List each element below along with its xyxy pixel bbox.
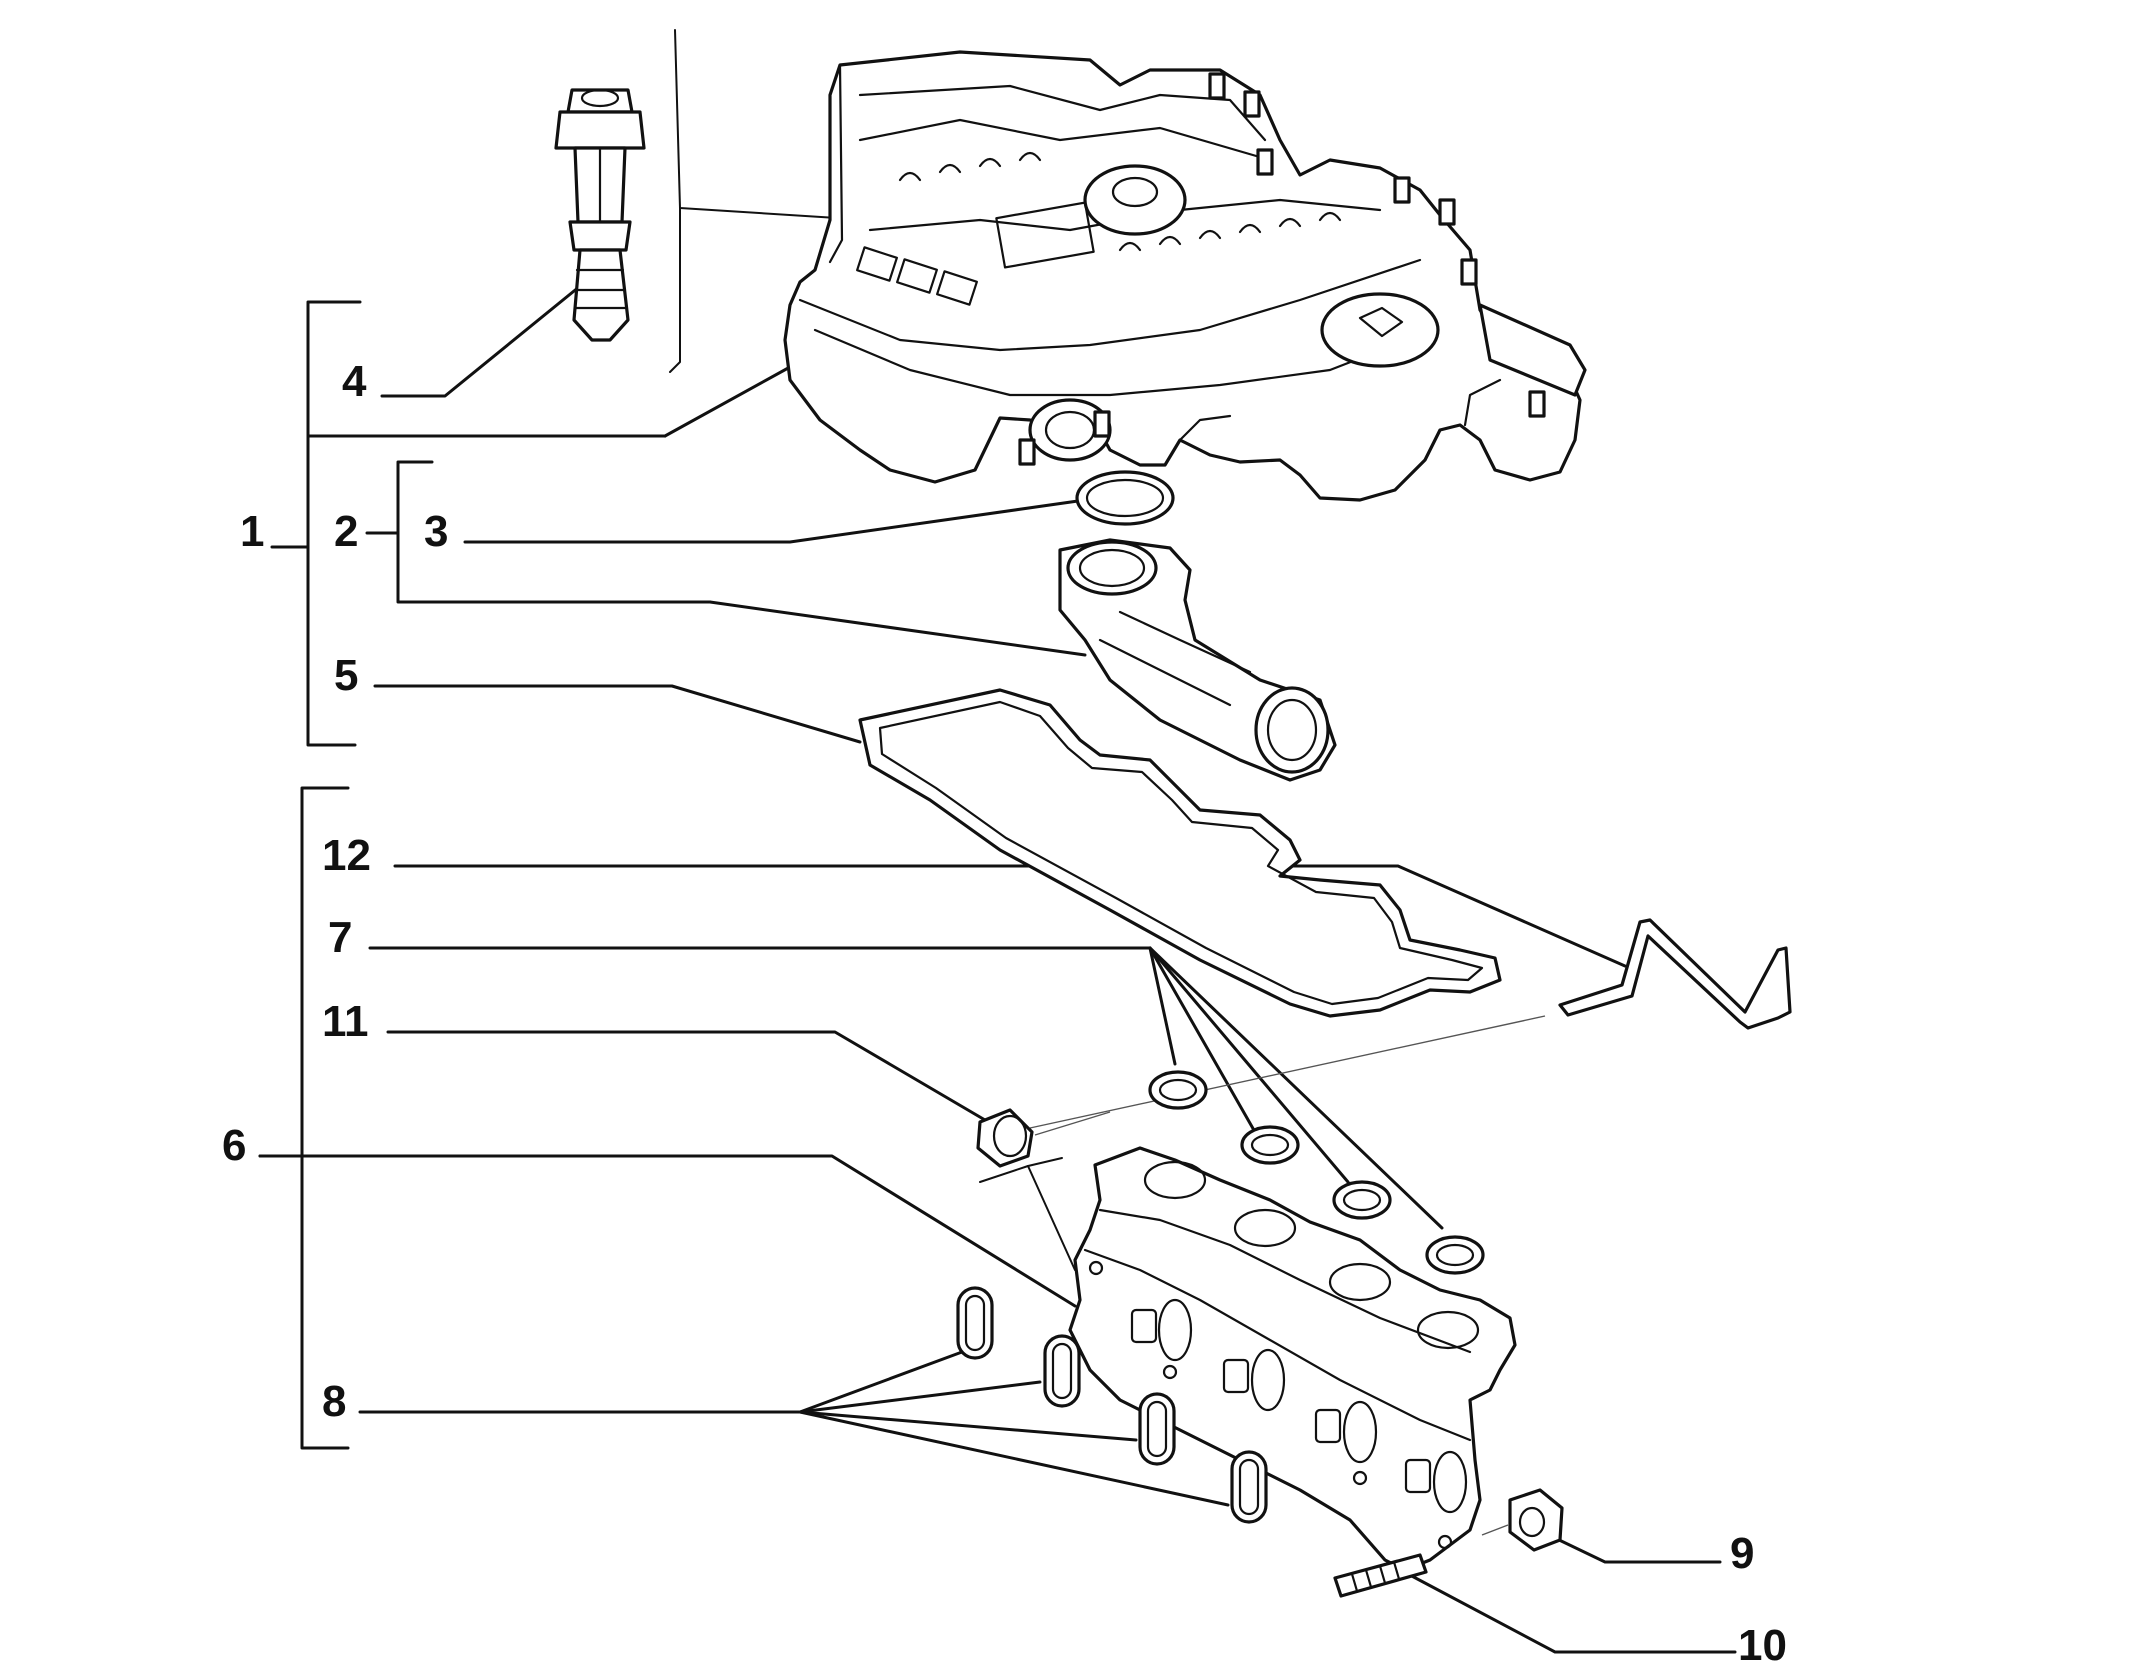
manifold-part-6: [979, 1146, 1517, 1572]
callout-12: 12: [322, 831, 371, 880]
stud-part-10: [1333, 1553, 1428, 1598]
breather-pipe-part-12: [1029, 918, 1792, 1129]
callout-labels: 1 2 3 4 5 6 7 8 9 10 11 12: [222, 357, 1787, 1670]
callout-8: 8: [322, 1377, 346, 1426]
plug-part-11: [976, 1108, 1111, 1168]
callout-7: 7: [328, 913, 352, 962]
callout-2: 2: [334, 507, 358, 556]
callout-5: 5: [334, 651, 358, 700]
callout-3: 3: [424, 507, 448, 556]
group-bracket-1: [270, 300, 667, 747]
bolt-part-4: [554, 88, 646, 342]
callout-1: 1: [240, 507, 264, 556]
cover-studs: [1018, 72, 1546, 466]
orings-part-7: [1148, 1070, 1485, 1275]
callout-10: 10: [1738, 1621, 1787, 1670]
cover-part-1: [783, 50, 1587, 502]
callout-9: 9: [1730, 1529, 1754, 1578]
group-bracket-2: [365, 460, 712, 604]
group-bracket-6: [258, 786, 350, 1450]
leader-lines: [258, 29, 1737, 1654]
callout-4: 4: [342, 357, 367, 406]
nut-part-9: [1481, 1488, 1564, 1552]
port-gaskets-part-8: [956, 1286, 1268, 1524]
oring-part-3: [1075, 470, 1175, 526]
gasket-part-5: [858, 688, 1502, 1018]
pipe-part-2: [1058, 538, 1337, 782]
callout-6: 6: [222, 1121, 246, 1170]
callout-11: 11: [322, 997, 369, 1046]
